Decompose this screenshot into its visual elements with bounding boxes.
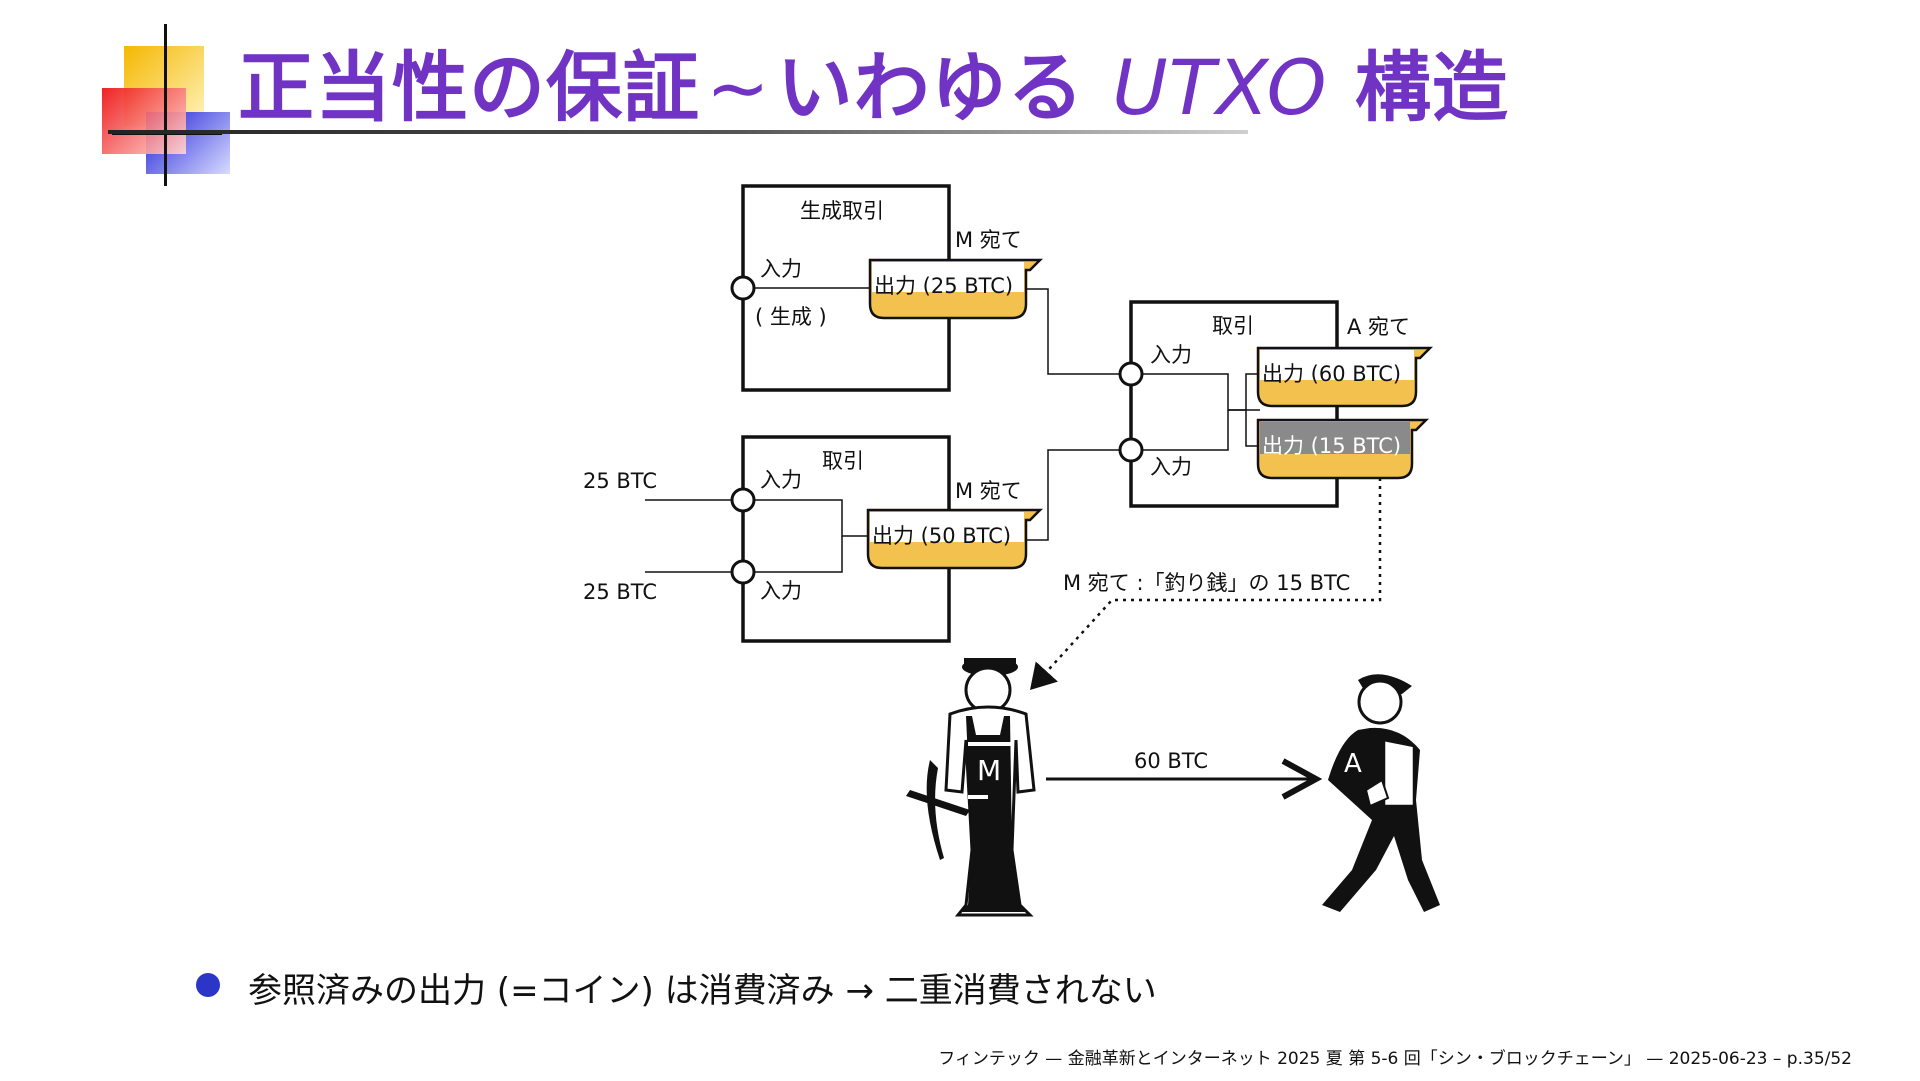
tx2-input-port-2 [730,559,756,585]
tx3-input-label-2: 入力 [1150,455,1192,479]
person-a-icon [1322,674,1440,912]
link-coinbase-to-tx3 [1026,288,1120,375]
page-title: 正当性の保証∼いわゆる UTXO 構造 [238,43,1509,132]
decor-vertical-line [164,24,167,186]
tx3-output-1-label: 出力 (60 BTC) [1262,362,1401,386]
coinbase-input-port [730,275,756,301]
person-m-icon [906,658,1036,917]
tx3-input-label-1: 入力 [1150,343,1192,367]
person-a-letter: A [1344,749,1362,779]
tx3-input-port-1 [1118,361,1144,387]
person-m-letter: M [977,754,1001,787]
title-underline [108,130,1248,134]
tx2-input-amount-1: 25 BTC [583,469,657,493]
tx2-input-amount-2: 25 BTC [583,580,657,604]
transfer-amount: 60 BTC [1134,749,1208,773]
tx3-output-1-dest: A 宛て [1347,315,1410,339]
tx2-output-dest: M 宛て [955,479,1022,503]
tx2-output-label: 出力 (50 BTC) [872,524,1011,548]
coinbase-tx-title: 生成取引 [800,199,884,223]
footer: フィンテック — 金融革新とインターネット 2025 夏 第 5-6 回「シン・… [938,1049,1852,1069]
decor-red-square [102,88,186,154]
bullet-text: 参照済みの出力 (=コイン) は消費済み → 二重消費されない [248,971,1157,1011]
change-dotted-path [1029,478,1382,691]
change-note: M 宛て :「釣り銭」の 15 BTC [1063,571,1350,595]
coinbase-input-label: 入力 [760,257,802,281]
link-tx2-to-tx3 [1026,449,1120,541]
coinbase-input-note: ( 生成 ) [755,305,827,329]
coinbase-output-dest: M 宛て [955,228,1022,252]
coinbase-output-label: 出力 (25 BTC) [874,274,1013,298]
tx3-title: 取引 [1212,314,1254,338]
tx3-input-port-2 [1118,437,1144,463]
tx2-input-port-1 [730,487,756,513]
tx2-input-label-2: 入力 [760,579,802,603]
tx3-output-2-label: 出力 (15 BTC) [1262,434,1401,458]
tx2-input-label-1: 入力 [760,468,802,492]
bullet-dot [196,973,220,997]
tx2-title: 取引 [822,449,864,473]
